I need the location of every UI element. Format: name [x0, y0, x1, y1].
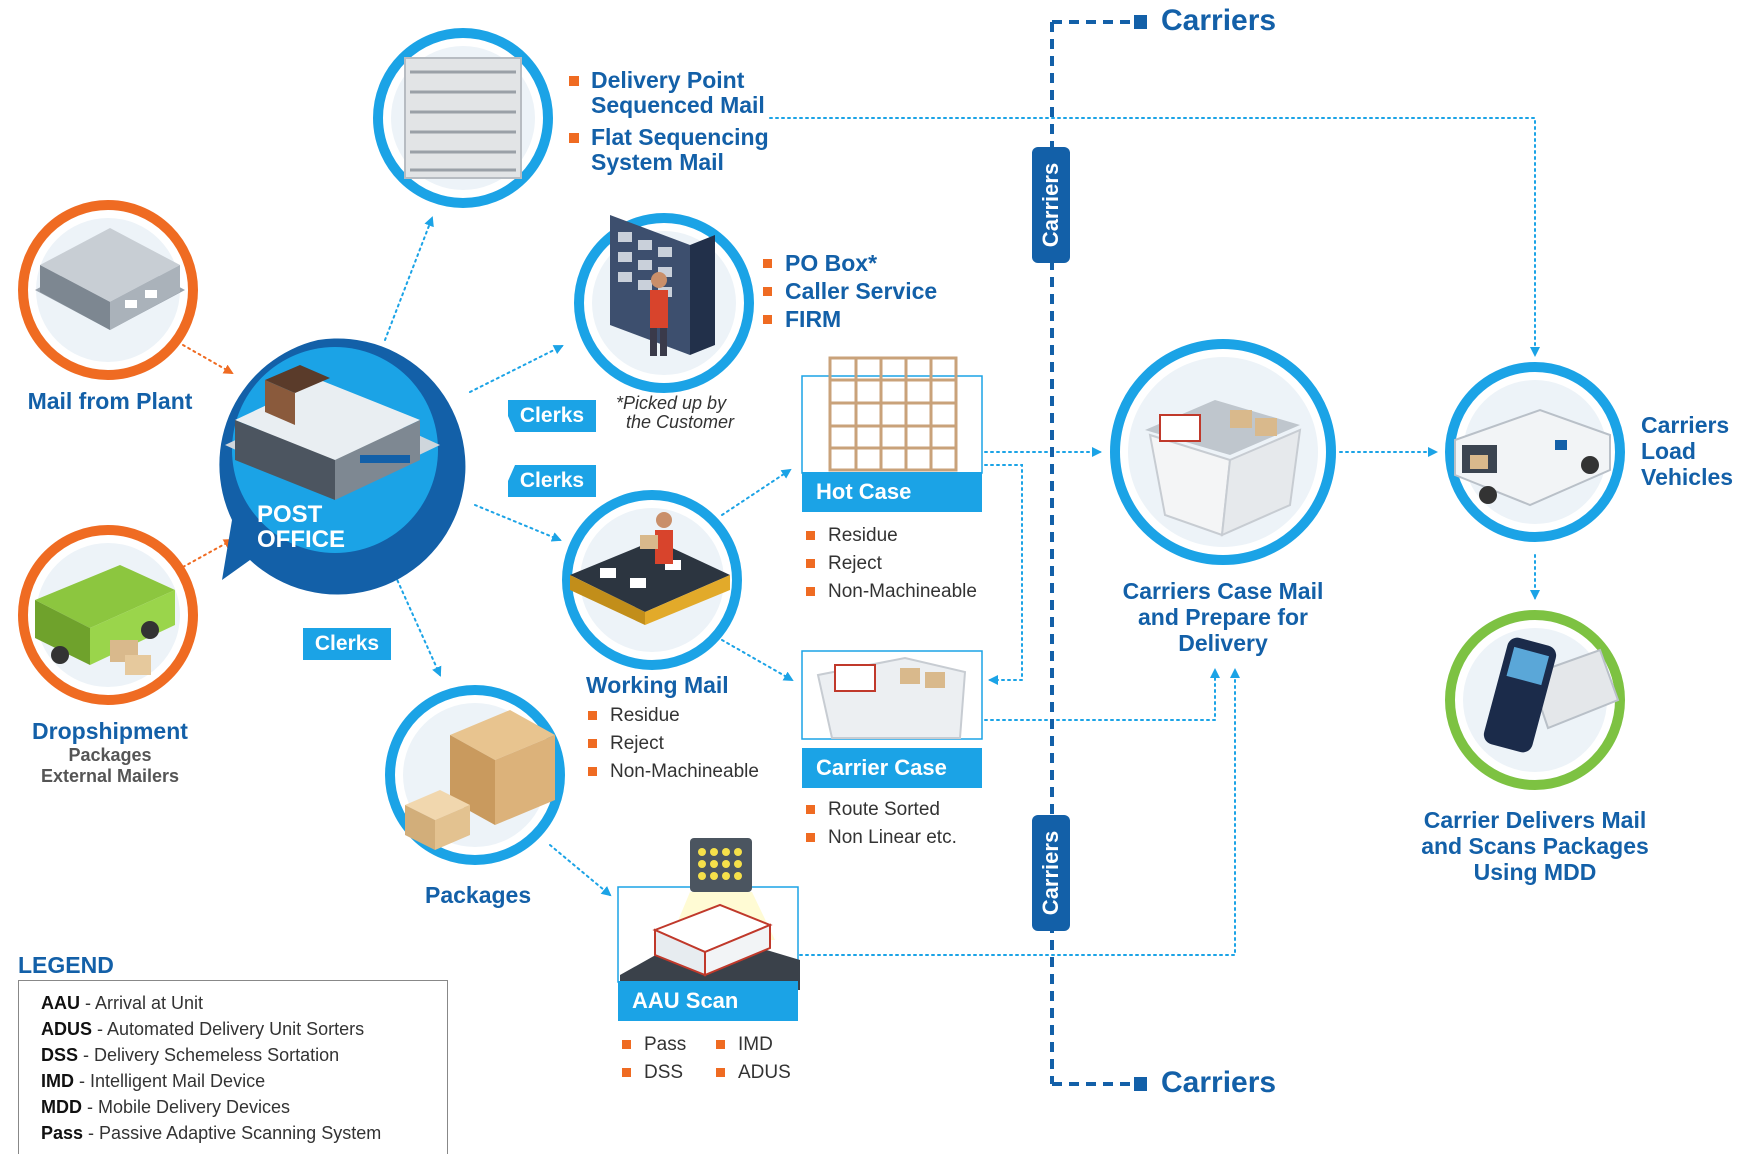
carriers-load-line2: Load — [1641, 438, 1696, 464]
pobox-note-line1: *Picked up by — [616, 393, 727, 413]
aau-scan-title: AAU Scan — [618, 981, 798, 1021]
legend-row: MDD - Mobile Delivery Devices — [41, 1097, 291, 1117]
carriers-vertical-label-top: Carriers — [1032, 147, 1070, 263]
arrow-carriercase-to-casemail — [984, 668, 1220, 721]
aau-col1: Pass DSS — [622, 1031, 686, 1087]
mdd-icon — [1445, 610, 1625, 790]
working-mail-icon — [562, 490, 742, 670]
plant-icon — [18, 200, 198, 380]
aau-imd: IMD — [716, 1031, 791, 1059]
carriers-load-line3: Vehicles — [1641, 464, 1734, 490]
pobox-item: PO Box* — [763, 251, 937, 276]
route-sorted: Route Sorted — [806, 796, 957, 824]
aau-pass: Pass — [622, 1031, 686, 1059]
hot-case-icon — [801, 356, 983, 474]
hot-reject: Reject — [806, 550, 977, 578]
carriers-top-marker — [1134, 15, 1147, 29]
working-mail-list: Residue Reject Non-Machineable — [588, 702, 759, 786]
arrow-po-to-packages — [394, 574, 442, 677]
legend-box: AAU - Arrival at Unit ADUS - Automated D… — [18, 980, 448, 1154]
pobox-icon — [574, 213, 754, 393]
dps-bullet-1 — [569, 76, 579, 86]
connectors — [182, 117, 1540, 956]
caller-service-item: Caller Service — [763, 279, 937, 304]
carriers-case-mail-icon — [1110, 339, 1336, 565]
dps-line-3: Flat Sequencing — [591, 124, 769, 150]
dropshipment-line1: Packages — [68, 745, 152, 765]
dps-mail-icon — [373, 28, 553, 208]
packages-label: Packages — [425, 882, 532, 908]
clerks-tag-1: Clerks — [508, 400, 596, 432]
carriers-case-mail-line2: and Prepare for — [1138, 604, 1308, 630]
working-nonmachineable: Non-Machineable — [588, 758, 759, 786]
arrow-aau-to-casemail — [799, 668, 1240, 956]
arrow-packages-to-aau — [549, 844, 612, 897]
carrier-case-list: Route Sorted Non Linear etc. — [806, 796, 957, 852]
carriers-case-mail-line3: Delivery — [1178, 630, 1268, 656]
post-office-icon — [219, 338, 466, 595]
carriers-load-line1: Carriers — [1641, 412, 1730, 438]
arrow-drop-to-po — [182, 539, 234, 568]
legend-row: DSS - Delivery Schemeless Sortation — [41, 1045, 340, 1065]
packages-icon — [385, 685, 565, 865]
aau-adus: ADUS — [716, 1059, 791, 1087]
carriers-bottom-marker — [1134, 1077, 1147, 1091]
post-office-label-line1: POST — [257, 501, 323, 528]
hot-case-list: Residue Reject Non-Machineable — [806, 522, 977, 606]
firm-item: FIRM — [763, 307, 937, 332]
carrier-delivers-line1: Carrier Delivers Mail — [1423, 807, 1647, 833]
legend-row: ADUS - Automated Delivery Unit Sorters — [41, 1019, 365, 1039]
carriers-bottom-label: Carriers — [1161, 1066, 1277, 1099]
dropshipment-line2: External Mailers — [40, 766, 180, 786]
hot-residue: Residue — [806, 522, 977, 550]
arrow-po-to-working — [474, 504, 562, 542]
mail-from-plant-label: Mail from Plant — [27, 388, 193, 414]
aau-col2: IMD ADUS — [716, 1031, 791, 1087]
legend-row: Pass - Passive Adaptive Scanning System — [41, 1123, 382, 1143]
hot-nonmachineable: Non-Machineable — [806, 578, 977, 606]
carriers-vertical-text-bottom: Carriers — [1038, 830, 1063, 916]
carrier-delivers-line2: and Scans Packages — [1421, 833, 1649, 859]
carrier-delivers-line3: Using MDD — [1473, 859, 1597, 885]
dps-line-4: System Mail — [591, 149, 724, 175]
arrow-working-to-carriercase — [721, 639, 794, 681]
carriers-vertical-label-bottom: Carriers — [1032, 815, 1070, 931]
arrow-dps-to-vehicles — [769, 117, 1540, 357]
arrow-hotcase-to-carriercase — [984, 464, 1023, 685]
aau-scan-icon — [617, 838, 800, 990]
clerks-tag-2: Clerks — [508, 465, 596, 497]
working-reject: Reject — [588, 730, 759, 758]
legend-row: AAU - Arrival at Unit — [41, 993, 204, 1013]
legend-row: IMD - Intelligent Mail Device — [41, 1071, 266, 1091]
carriers-case-mail-line1: Carriers Case Mail — [1122, 578, 1324, 604]
arrow-plant-to-po — [182, 344, 234, 374]
vehicles-icon — [1445, 362, 1625, 542]
arrow-po-to-pobox — [469, 345, 564, 393]
carrier-case-icon — [801, 650, 983, 740]
pobox-list: PO Box* Caller Service FIRM — [763, 251, 937, 332]
dropshipment-icon — [18, 525, 198, 705]
legend-title: LEGEND — [18, 952, 114, 978]
dps-line-2: Sequenced Mail — [591, 92, 765, 118]
dropshipment-title: Dropshipment — [32, 718, 188, 744]
arrow-po-to-dps — [384, 216, 434, 341]
aau-dss: DSS — [622, 1059, 686, 1087]
working-residue: Residue — [588, 702, 759, 730]
carrier-case-title: Carrier Case — [802, 748, 982, 788]
working-mail-title: Working Mail — [586, 672, 729, 698]
hot-case-title: Hot Case — [802, 472, 982, 512]
non-linear: Non Linear etc. — [806, 824, 957, 852]
post-office-label-line2: OFFICE — [257, 526, 345, 553]
carriers-top-label: Carriers — [1161, 4, 1277, 37]
dps-line-1: Delivery Point — [591, 67, 745, 93]
dps-bullet-2 — [569, 133, 579, 143]
carriers-vertical-text-top: Carriers — [1038, 162, 1063, 248]
arrow-working-to-hotcase — [721, 468, 792, 516]
clerks-tag-3: Clerks — [303, 628, 391, 660]
pobox-note-line2: the Customer — [626, 412, 735, 432]
